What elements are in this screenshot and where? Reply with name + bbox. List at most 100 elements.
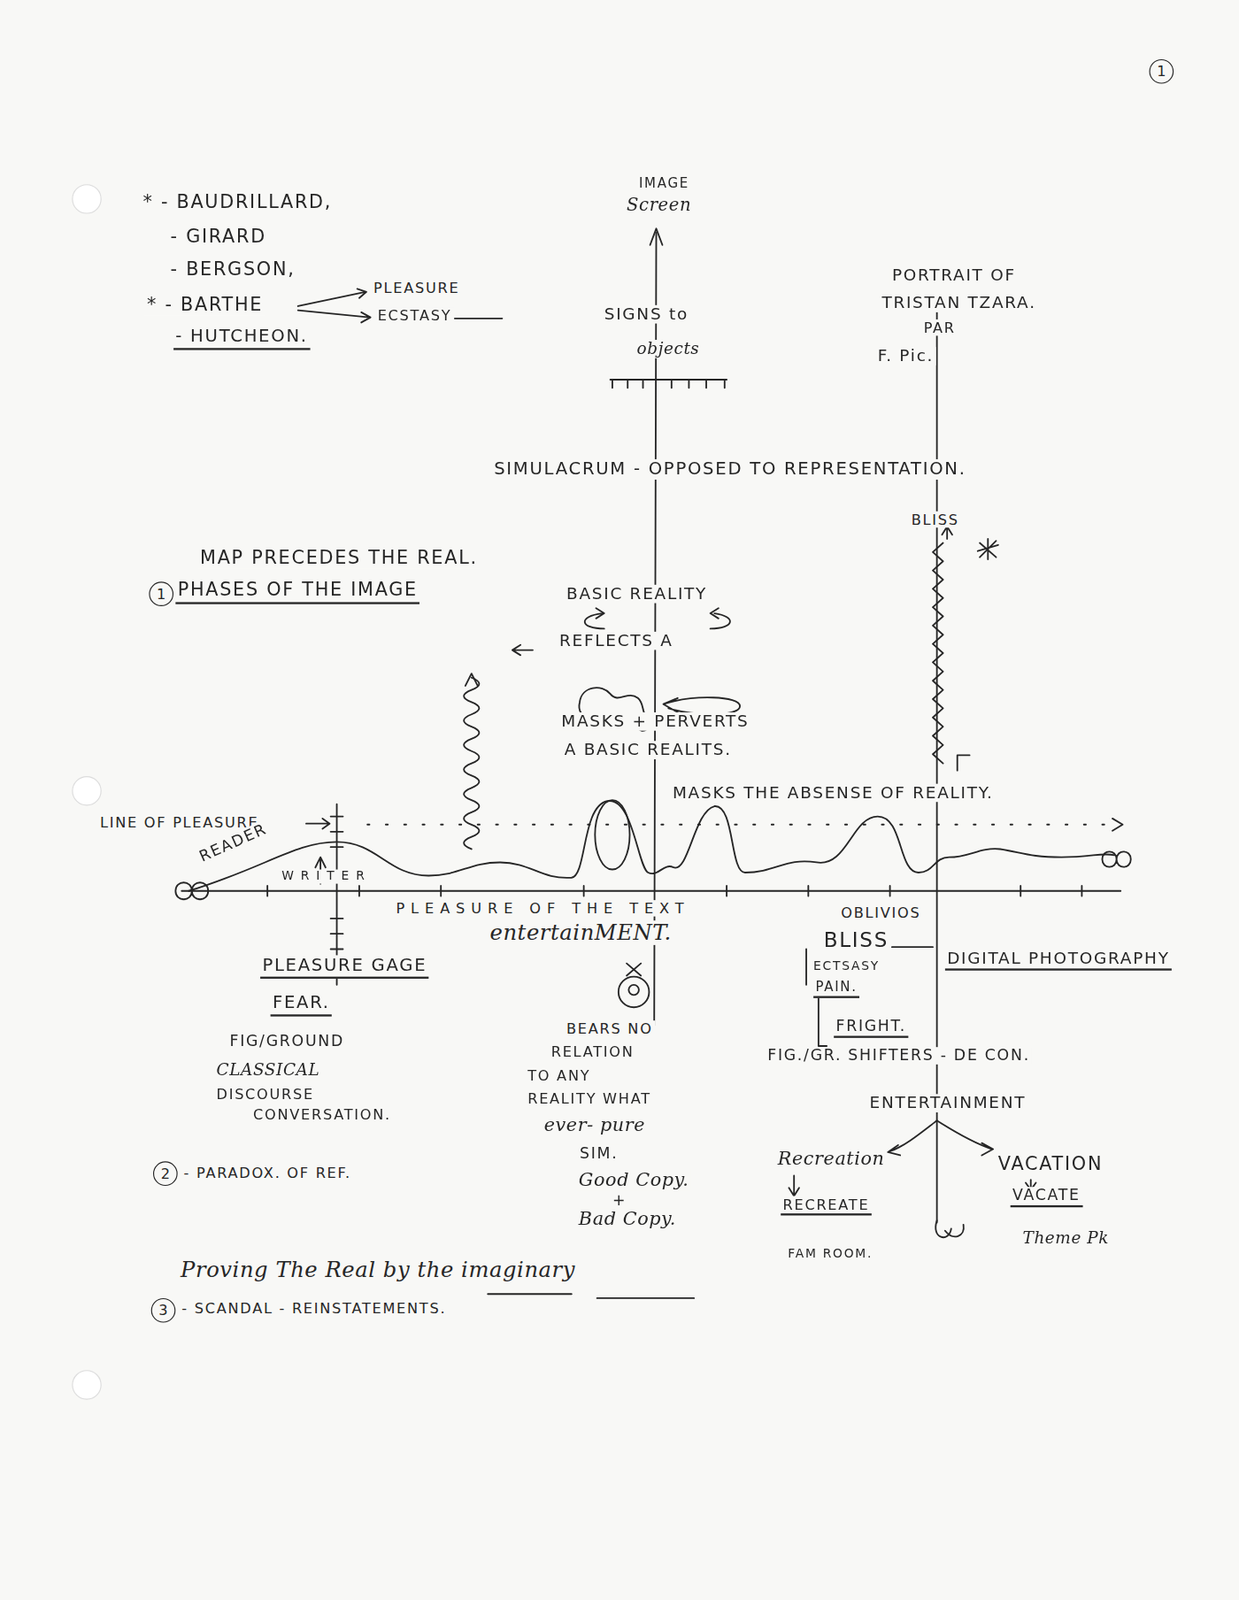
hook [935, 1220, 964, 1238]
handwritten-note: ECSTASY [375, 307, 454, 324]
line-of-pleasure [367, 823, 1115, 826]
underline [487, 1293, 694, 1299]
handwritten-note: Theme Pk [1020, 1228, 1111, 1247]
circled-number: 2 [153, 1161, 178, 1186]
handwritten-note: BASIC REALITY [564, 584, 710, 604]
squiggle [463, 677, 479, 850]
punch-hole [72, 777, 101, 806]
handwritten-note: FRIGHT. [833, 1017, 909, 1039]
handwritten-note: MASKS + PERVERTS [559, 712, 752, 732]
handwritten-note: VACATION [996, 1153, 1106, 1175]
axis-ticks [267, 885, 1082, 897]
node-text: 1 [1156, 64, 1166, 79]
handwritten-note: entertainMENT. [487, 920, 674, 946]
arrow-head [465, 673, 478, 686]
arrow [298, 288, 367, 307]
arrow-head [650, 228, 663, 245]
node-text: 1 [156, 586, 166, 601]
handwritten-note: SIGNS to [601, 305, 691, 324]
strike-line [448, 317, 502, 320]
handwritten-note: + [610, 1192, 630, 1210]
arrow [788, 1176, 800, 1197]
handwritten-note: W R I T E R [279, 869, 369, 885]
handwritten-note: * - BAUDRILLARD, [140, 192, 334, 214]
leader-line [892, 946, 933, 948]
curved-arrow [584, 607, 605, 629]
handwritten-note: BLISS [821, 928, 891, 953]
arrow [306, 818, 331, 830]
handwritten-note: MASKS THE ABSENSE OF REALITY. [670, 784, 996, 803]
handwritten-note: BLISS [909, 511, 962, 529]
curved-arrow [710, 607, 731, 629]
handwritten-note: VACATE [1010, 1186, 1083, 1208]
handwritten-note: LINE OF PLEASURE [98, 814, 262, 832]
handwritten-note: Proving The Real by the imaginary [178, 1257, 578, 1283]
handwritten-note: FIG./GR. SHIFTERS - DE CON. [765, 1046, 1032, 1065]
tick-mark [957, 754, 970, 770]
punch-hole [72, 1370, 101, 1400]
circled-number: 1 [148, 581, 174, 607]
handwritten-note: SIM. [577, 1145, 621, 1163]
handwritten-note: A BASIC REALITS. [561, 740, 734, 760]
handwritten-note: SIMULACRUM - OPPOSED TO REPRESENTATION. [492, 459, 969, 480]
handwritten-note: PLEASURE [371, 279, 462, 297]
punch-hole [72, 184, 101, 214]
spiral [628, 985, 639, 996]
handwritten-note: ever- pure [541, 1114, 647, 1136]
handwritten-note: TO ANY [525, 1067, 593, 1085]
handwritten-note: OBLIVIOS [838, 904, 924, 922]
handwritten-note: ENTERTAINMENT [867, 1093, 1028, 1113]
handwritten-note: IMAGE [637, 177, 693, 193]
pleasure-wave [188, 800, 1115, 892]
handwritten-note: PAIN. [813, 979, 860, 999]
zigzag [932, 543, 944, 764]
handwritten-note: - GIRARD [168, 226, 269, 248]
cross [626, 963, 641, 977]
handwritten-note: - HUTCHEON. [173, 326, 310, 350]
circled-number: 3 [151, 1298, 177, 1324]
split-arrow [887, 1120, 937, 1155]
handwritten-note: RECREATE [780, 1196, 871, 1216]
handwritten-note: PLEASURE OF THE TEXT [393, 900, 693, 917]
handwritten-note: FEAR. [270, 992, 332, 1016]
circled-number: 1 [1149, 59, 1175, 85]
handwritten-note: CONVERSATION. [251, 1106, 394, 1124]
handwritten-note: REFLECTS A [557, 631, 676, 651]
asterisk [977, 538, 999, 560]
handwritten-note: PAR [921, 319, 958, 337]
split-arrow [937, 1120, 993, 1155]
text-axis [181, 890, 1121, 893]
tick-bar [610, 379, 727, 388]
handwritten-note: DISCOURSE [214, 1085, 316, 1103]
handwritten-note: Bad Copy. [577, 1208, 679, 1230]
handwritten-note: objects [634, 339, 701, 359]
bracket [805, 948, 808, 985]
handwritten-note: ECTSASY [811, 959, 882, 974]
handwritten-note: Screen [624, 194, 694, 216]
handwritten-note: PORTRAIT OF [890, 266, 1018, 285]
handwritten-note: DIGITAL PHOTOGRAPHY [945, 948, 1172, 971]
handwritten-note: F. Pic. [875, 346, 936, 366]
arrow-head [941, 526, 953, 539]
handwritten-note: BEARS NO [564, 1020, 655, 1038]
handwritten-note: REALITY WHAT [525, 1090, 654, 1108]
node-text: 3 [158, 1303, 168, 1318]
loop [594, 800, 630, 870]
handwritten-note: - BERGSON, [168, 259, 298, 281]
handwritten-note: RELATION [548, 1043, 636, 1061]
handwritten-note: TRISTAN TZARA. [879, 293, 1039, 313]
handwritten-note: FIG/GROUND [227, 1032, 347, 1051]
handwritten-note: Recreation [775, 1147, 886, 1170]
arrow [512, 645, 533, 656]
bracket [818, 994, 827, 1047]
handwritten-note: Good Copy. [577, 1169, 692, 1192]
node-text: 2 [161, 1166, 170, 1181]
handwritten-note: MAP PRECEDES THE REAL. [198, 546, 480, 569]
handwritten-note: PHASES OF THE IMAGE [175, 579, 420, 604]
spiral [618, 977, 650, 1009]
handwritten-note: CLASSICAL [214, 1061, 322, 1080]
handwritten-note: FAM ROOM. [785, 1246, 875, 1262]
arrow [298, 310, 371, 324]
infinity-loop [175, 882, 208, 900]
arrow-head [1112, 818, 1124, 832]
